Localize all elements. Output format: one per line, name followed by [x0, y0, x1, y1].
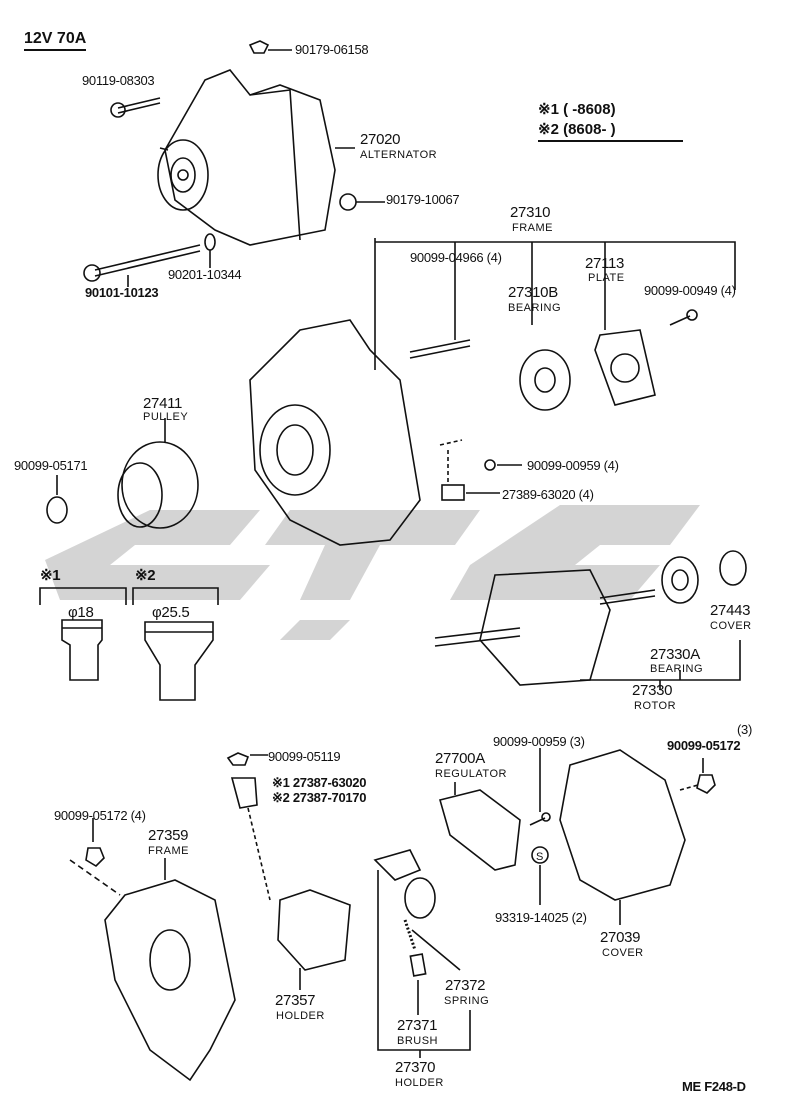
legend-row-1: ※1 ( -8608)	[538, 101, 616, 118]
part-number: 27370	[395, 1059, 436, 1076]
part-name: BRUSH	[397, 1035, 439, 1047]
washer-93319	[531, 846, 549, 864]
nut-90099-05172	[696, 774, 716, 794]
part-label: 90201-10344	[168, 267, 242, 282]
cover-27443	[719, 550, 747, 586]
part-name: HOLDER	[395, 1077, 444, 1089]
alternator-drawing	[157, 69, 336, 246]
part-number: 27020	[360, 131, 401, 148]
legend-row-2: ※2 (8608- )	[538, 121, 616, 138]
part-number: 27039	[600, 929, 641, 946]
variant-1-label: ※1	[40, 567, 61, 584]
part-number: 27330	[632, 682, 673, 699]
regulator-27700a-drawing	[439, 789, 521, 871]
part-number: 27113	[585, 255, 625, 272]
part-label: 90099-05172	[667, 738, 741, 753]
part-name: REGULATOR	[435, 768, 507, 780]
part-number: 27310B	[508, 284, 558, 301]
variant-1-drawing	[61, 619, 103, 681]
bolt-90101	[94, 244, 201, 277]
part-label: 27389-63020 (4)	[502, 487, 594, 502]
part-name: FRAME	[148, 845, 189, 857]
part-label: 90099-00959 (4)	[527, 458, 619, 473]
bolt-90099-04966	[409, 339, 471, 359]
diameter-label: φ25.5	[152, 604, 190, 621]
part-number: 27411	[143, 395, 183, 412]
nut-90099-05119	[226, 752, 250, 766]
quantity-label: (3)	[737, 722, 752, 737]
part-label: ※2 27387-70170	[272, 790, 367, 805]
terminal-27389	[441, 484, 465, 501]
part-label: 90179-06158	[295, 42, 369, 57]
watermark-logo	[45, 505, 700, 640]
part-number: 27357	[275, 992, 316, 1009]
part-label: 90099-00959 (3)	[493, 734, 585, 749]
part-name: COVER	[602, 947, 644, 959]
part-label: 90179-10067	[386, 192, 460, 207]
part-number: 27359	[148, 827, 189, 844]
part-label: 90119-08303	[82, 73, 155, 88]
nut-90099-05172-4	[85, 847, 105, 868]
bearing-27310b	[519, 349, 571, 411]
part-name: HOLDER	[276, 1010, 325, 1022]
nut-90179-10067	[339, 193, 357, 211]
washer-90201	[204, 233, 216, 251]
bearing-27330a	[661, 556, 699, 604]
part-number: 27700A	[435, 750, 485, 767]
part-label: 90099-05172 (4)	[54, 808, 146, 823]
diameter-label: φ18	[68, 604, 94, 621]
part-number: 27310	[510, 204, 551, 221]
nut-90179-06158	[248, 40, 270, 54]
screw-90099-00959	[484, 459, 496, 471]
part-name: BEARING	[650, 663, 704, 675]
part-number: 27372	[445, 977, 486, 994]
part-number: 27443	[710, 602, 751, 619]
part-name: PLATE	[588, 272, 625, 284]
part-label: 90101-10123	[85, 285, 159, 300]
screw-90099-00949	[669, 315, 691, 326]
holder-27357-drawing	[277, 889, 351, 971]
variant-legend: ※1 ( -8608) ※2 (8608- )	[538, 100, 683, 142]
frame-27310-drawing	[249, 319, 421, 546]
part-name: PULLEY	[143, 411, 189, 423]
part-name: BEARING	[508, 302, 562, 314]
part-name: ROTOR	[634, 700, 677, 712]
part-number: 27371	[397, 1017, 438, 1034]
page-title: 12V 70A	[24, 30, 87, 51]
plate-27113	[594, 329, 656, 406]
insulator-27387	[230, 777, 258, 809]
frame-27359-drawing	[104, 879, 236, 1082]
part-label: 90099-00949 (4)	[644, 283, 736, 298]
part-name: COVER	[710, 620, 752, 632]
brush-27371	[409, 953, 427, 977]
pulley-27411-drawing	[117, 441, 199, 529]
cover-27039-drawing	[559, 749, 686, 901]
part-name: SPRING	[444, 995, 490, 1007]
part-label: 90099-05171	[14, 458, 88, 473]
nut-90099-05171	[46, 496, 68, 524]
part-number: 27330A	[650, 646, 700, 663]
variant-2-drawing	[144, 621, 214, 701]
spring-27372	[403, 919, 417, 951]
svg-text:S: S	[536, 851, 543, 863]
part-label: 90099-05119	[268, 749, 341, 764]
part-name: ALTERNATOR	[360, 149, 438, 161]
figure-code: ME F248-D	[682, 1079, 746, 1094]
part-label: 90099-04966 (4)	[410, 250, 502, 265]
part-name: FRAME	[512, 222, 553, 234]
holder-27370-drawing	[373, 849, 436, 919]
variant-2-label: ※2	[135, 567, 156, 584]
part-label: 93319-14025 (2)	[495, 910, 587, 925]
part-label: ※1 27387-63020	[272, 775, 367, 790]
